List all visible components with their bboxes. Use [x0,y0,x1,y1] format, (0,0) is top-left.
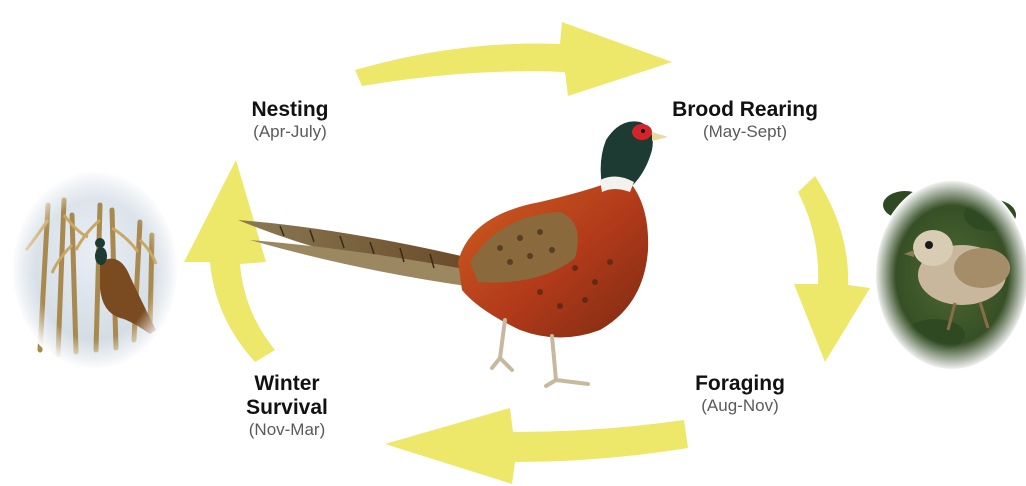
chick-photo [874,179,1026,371]
stage-title: Brood Rearing [640,98,850,122]
stage-label-foraging: Foraging (Aug-Nov) [665,372,815,416]
cycle-arrow-left [184,160,275,362]
stage-period: (May-Sept) [640,122,850,142]
stage-title-line-1: Winter [222,372,352,396]
cycle-arrow-top [355,22,672,96]
stage-title-line-2: Survival [222,396,352,420]
stage-label-nesting: Nesting (Apr-July) [215,98,365,142]
stage-period: (Aug-Nov) [665,396,815,416]
pheasant-illustration [238,121,668,386]
cycle-arrow-right [794,176,870,362]
stage-title: Nesting [215,98,365,122]
stage-period: (Nov-Mar) [222,420,352,440]
stage-title: Foraging [665,372,815,396]
stage-label-winter-survival: Winter Survival (Nov-Mar) [222,372,352,440]
stage-period: (Apr-July) [215,122,365,142]
winter-cornfield-photo [11,170,179,370]
stage-label-brood-rearing: Brood Rearing (May-Sept) [640,98,850,142]
cycle-arrow-bottom [385,408,688,484]
